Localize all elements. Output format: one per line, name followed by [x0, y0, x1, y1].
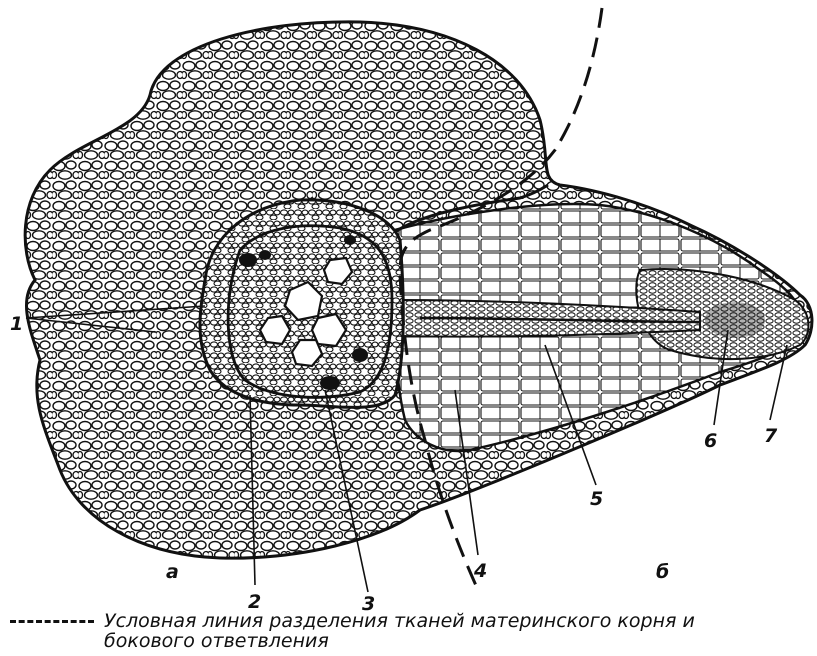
figure-legend: Условная линия разделения тканей материн… — [104, 611, 804, 651]
legend-line-1: Условная линия разделения тканей материн… — [104, 611, 804, 631]
label-b: б — [656, 561, 669, 583]
meristem-dense-zone — [705, 302, 765, 338]
label-a: а — [166, 561, 179, 583]
label-6: 6 — [704, 430, 717, 452]
label-1: 1 — [10, 313, 23, 335]
legend-line-2: бокового ответвления — [104, 631, 804, 651]
legend-dashed-sample — [10, 620, 94, 623]
label-4: 4 — [473, 560, 487, 582]
label-7: 7 — [764, 425, 778, 447]
label-5: 5 — [590, 488, 603, 510]
